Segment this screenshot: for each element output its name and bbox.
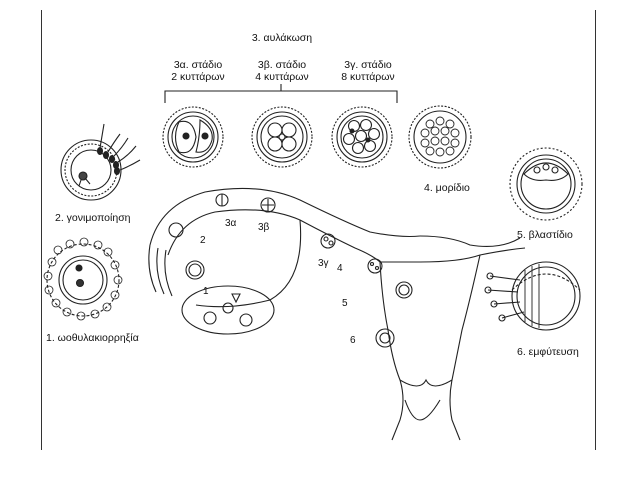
stage-a-line1: 3α. στάδιο [173, 59, 223, 71]
fertilization-oocyte [60, 123, 141, 201]
left-frame-line [41, 10, 42, 450]
implantation-embryo [484, 261, 581, 331]
tube-number-3a: 3α [225, 218, 237, 229]
tube-number-3b: 3β [258, 222, 270, 233]
tube-number-3g: 3γ [318, 258, 329, 269]
tube-number-1: 1 [203, 286, 209, 297]
ovulation-oocyte [43, 237, 123, 321]
stage-c-line1: 3γ. στάδιο [344, 59, 392, 71]
cleavage-title: 3. αυλάκωση [251, 32, 313, 44]
stage-b-line2: 4 κυττάρων [255, 71, 309, 83]
cell-4-stage [251, 106, 313, 168]
implantation-label: 6. εμφύτευση [517, 346, 579, 358]
tube-number-4: 4 [337, 263, 343, 274]
blastocyst-label: 5. βλαστίδιο [517, 229, 573, 241]
morula-label: 4. μορίδιο [424, 182, 470, 194]
tube-number-5: 5 [342, 298, 348, 309]
cell-2-stage [162, 106, 224, 168]
tube-number-2: 2 [200, 235, 206, 246]
sperm-cells [96, 123, 141, 176]
tube-stages [168, 193, 413, 348]
fertilization-label: 2. γονιμοποίηση [55, 212, 131, 224]
reproductive-tract [148, 187, 526, 441]
stage-c-line2: 8 κυττάρων [341, 71, 395, 83]
stage-b-line1: 3β. στάδιο [257, 59, 307, 71]
tube-number-6: 6 [350, 335, 356, 346]
cell-8-stage [331, 106, 393, 168]
right-frame-line [595, 10, 596, 450]
stage-a-line2: 2 κυττάρων [171, 71, 225, 83]
ovulation-label: 1. ωοθυλακιορρηξία [46, 332, 139, 344]
blastocyst [509, 147, 583, 221]
morula [408, 105, 472, 169]
cleavage-bracket [164, 84, 398, 103]
